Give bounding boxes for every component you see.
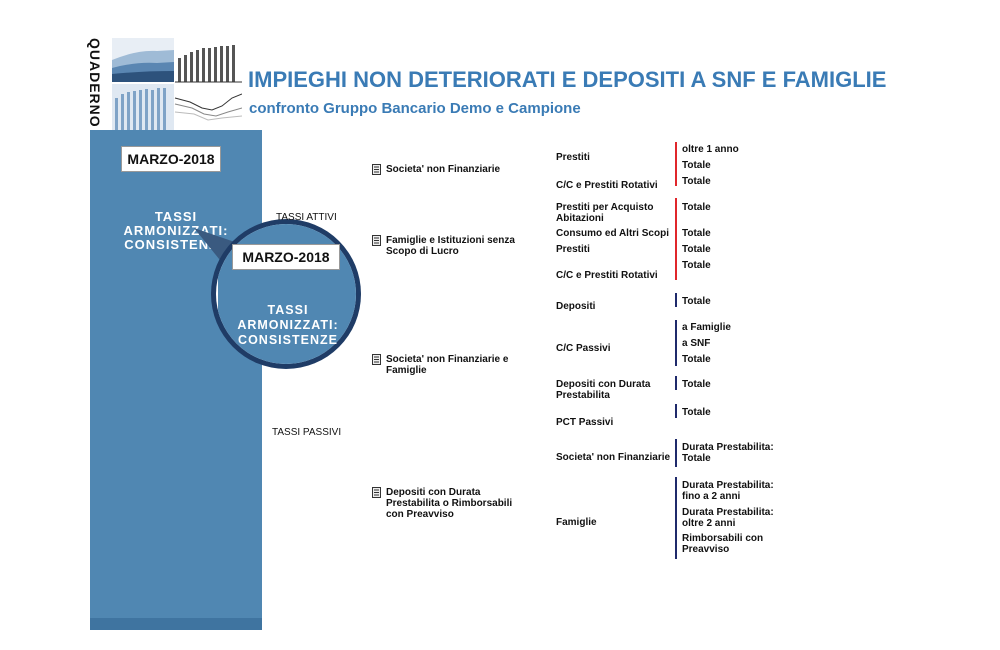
zoom-magnifier (194, 219, 361, 369)
level2-pct-passivi: PCT Passivi (556, 417, 614, 428)
document-icon (372, 164, 381, 175)
page-title: IMPIEGHI NON DETERIORATI E DEPOSITI A SN… (248, 67, 887, 92)
level2-prestiti: Prestiti (556, 244, 590, 255)
zoom-tassi-line: ARMONIZZATI: (237, 318, 339, 332)
area-chart-thumbnail (112, 38, 174, 82)
bar-attivi (675, 142, 677, 186)
section-tassi-passivi: TASSI PASSIVI (272, 427, 342, 438)
level3-totale: Totale (682, 176, 711, 187)
level3-totale: Totale (682, 354, 711, 365)
node-societa-non-finanziarie[interactable]: Societa' non Finanziarie (372, 164, 512, 175)
bar-chart-thumbnail-bottom (112, 84, 174, 130)
level3-a-famiglie: a Famiglie (682, 322, 731, 333)
document-icon (372, 487, 381, 498)
zoom-date: MARZO-2018 (232, 244, 340, 270)
node-label: Societa' non Finanziarie e Famiglie (386, 354, 509, 376)
level3-totale: Totale (682, 244, 711, 255)
sidebar-date: MARZO-2018 (121, 146, 221, 172)
sidebar-tassi-line: TASSI (154, 209, 198, 224)
node-label: Societa' non Finanziarie (386, 164, 501, 175)
level2-cc-rotativi: C/C e Prestiti Rotativi (556, 270, 658, 281)
level3-a-snf: a SNF (682, 338, 711, 349)
level2-prestiti-abitazioni: Prestiti per Acquisto Abitazioni (556, 202, 654, 224)
document-icon (372, 354, 381, 365)
bar-attivi (675, 198, 677, 280)
level3-rimborsabili: Rimborsabili con Preavviso (682, 533, 764, 555)
level3-durata-oltre-2: Durata Prestabilita: oltre 2 anni (682, 507, 774, 529)
zoom-tassi-line: CONSISTENZE (238, 333, 338, 347)
level3-totale: Totale (682, 296, 711, 307)
level2-cc-passivi: C/C Passivi (556, 343, 611, 354)
line-chart-thumbnail (174, 84, 242, 130)
level2-snf: Societa' non Finanziarie (556, 452, 671, 463)
bar-chart-thumbnail-top (175, 38, 242, 83)
node-snf-e-famiglie[interactable]: Societa' non Finanziarie e Famiglie (372, 354, 520, 376)
bar-passivi (675, 477, 677, 559)
document-icon (372, 235, 381, 246)
level3-totale: Totale (682, 260, 711, 271)
level3-totale: Totale (682, 379, 711, 390)
node-label: Depositi con Durata Prestabilita o Rimbo… (386, 487, 513, 520)
level3-oltre-1-anno: oltre 1 anno (682, 144, 739, 155)
sidebar-column-base (90, 618, 262, 630)
page-subtitle: confronto Gruppo Bancario Demo e Campion… (249, 100, 581, 117)
level3-durata-snf: Durata Prestabilita: Totale (682, 442, 774, 464)
level2-depositi: Depositi (556, 301, 596, 312)
level2-depositi-durata: Depositi con Durata Prestabilita (556, 379, 651, 401)
node-depositi-durata[interactable]: Depositi con Durata Prestabilita o Rimbo… (372, 487, 520, 520)
bar-passivi (675, 404, 677, 418)
sidebar-column (90, 130, 262, 630)
bar-passivi (675, 320, 677, 366)
zoom-tassi-line: TASSI (267, 303, 309, 317)
level2-consumo: Consumo ed Altri Scopi (556, 228, 669, 239)
zoom-tassi-label: TASSI ARMONIZZATI: CONSISTENZE (216, 303, 360, 348)
thumbnail-charts (112, 38, 242, 130)
section-tassi-attivi: TASSI ATTIVI (276, 212, 337, 223)
node-label: Famiglie e Istituzioni senza Scopo di Lu… (386, 235, 515, 257)
node-famiglie-istituzioni[interactable]: Famiglie e Istituzioni senza Scopo di Lu… (372, 235, 520, 257)
level2-famiglie: Famiglie (556, 517, 597, 528)
level3-durata-fino-2: Durata Prestabilita: fino a 2 anni (682, 480, 774, 502)
bar-passivi (675, 293, 677, 307)
bar-passivi (675, 439, 677, 467)
level3-totale: Totale (682, 160, 711, 171)
level2-cc-rotativi: C/C e Prestiti Rotativi (556, 180, 658, 191)
bar-passivi (675, 376, 677, 390)
level3-totale: Totale (682, 228, 711, 239)
sidebar-tassi-line: CONSISTENZE (124, 237, 228, 252)
level3-totale: Totale (682, 202, 711, 213)
level3-totale: Totale (682, 407, 711, 418)
level2-prestiti: Prestiti (556, 152, 590, 163)
